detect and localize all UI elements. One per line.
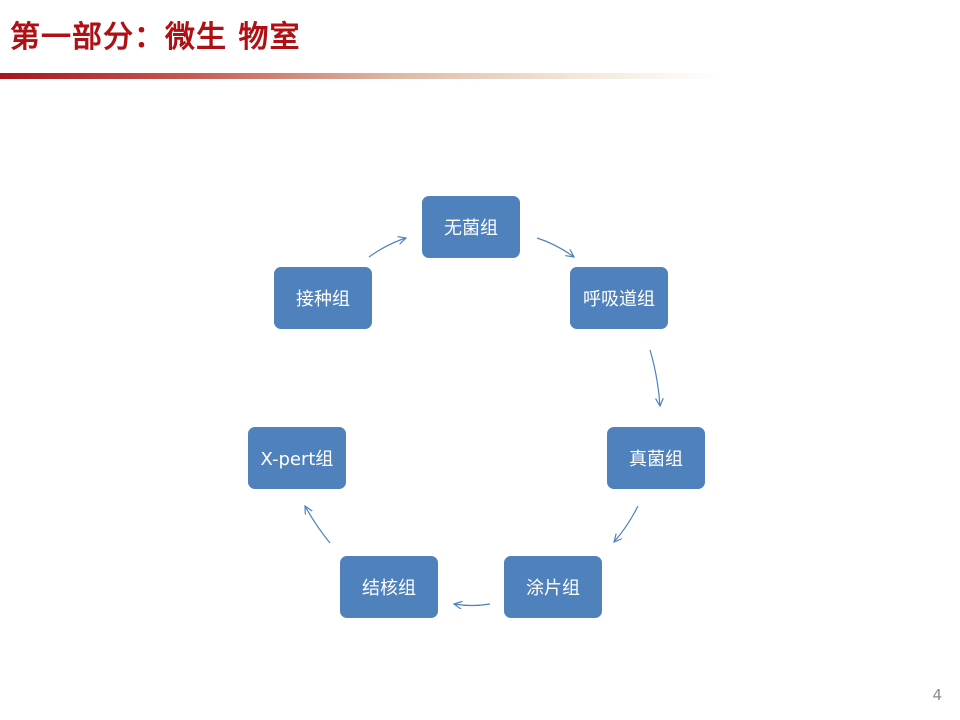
node-sterile-group: 无菌组 [422, 196, 520, 258]
arrow-tuberculosis-to-xpert [305, 506, 331, 544]
page-number: 4 [932, 686, 942, 704]
arrow-respiratory-to-fungus [649, 349, 660, 406]
title-underline-bar [0, 73, 720, 79]
node-xpert-group: X-pert组 [248, 427, 346, 489]
node-label: 无菌组 [444, 218, 498, 239]
node-inoculation-group: 接种组 [274, 267, 372, 329]
arrow-sterile-to-respiratory [536, 237, 574, 257]
node-smear-group: 涂片组 [504, 556, 602, 618]
arrow-inoculation-to-sterile [368, 238, 406, 258]
node-respiratory-group: 呼吸道组 [570, 267, 668, 329]
arrow-fungus-to-smear [614, 505, 639, 542]
node-fungus-group: 真菌组 [607, 427, 705, 489]
arrow-smear-to-tuberculosis [454, 604, 491, 606]
node-label: 呼吸道组 [583, 289, 655, 310]
node-tuberculosis-group: 结核组 [340, 556, 438, 618]
slide-title: 第一部分：微生 物室 [10, 20, 301, 55]
node-label: 真菌组 [629, 449, 683, 470]
node-label: X-pert组 [260, 449, 334, 470]
node-label: 结核组 [362, 578, 416, 599]
node-label: 涂片组 [526, 578, 580, 599]
node-label: 接种组 [296, 289, 350, 310]
